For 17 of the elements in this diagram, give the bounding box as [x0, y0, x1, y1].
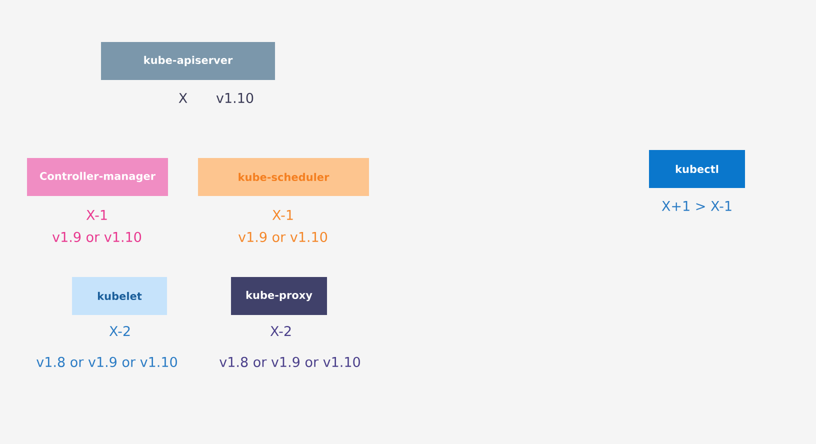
version-label: X-2 — [270, 326, 291, 336]
version-label: v1.10 — [216, 92, 254, 104]
version-label: X — [178, 93, 188, 103]
version-label: v1.8 or v1.9 or v1.10 — [220, 356, 360, 368]
version-label: v1.8 or v1.9 or v1.10 — [36, 356, 177, 368]
version-label: v1.9 or v1.10 — [52, 232, 142, 242]
component-box: kubelet — [72, 276, 167, 315]
component-box: kube-apiserver — [101, 42, 275, 80]
component-box: kube-proxy — [231, 276, 327, 315]
version-label: X-2 — [109, 326, 130, 336]
version-label: X-1 — [272, 210, 293, 220]
version-label: X+1 > X-1 — [662, 201, 732, 211]
version-label: v1.9 or v1.10 — [238, 232, 328, 242]
component-box: Controller-manager — [27, 158, 168, 196]
component-box: kube-scheduler — [198, 158, 369, 196]
version-label: X-1 — [86, 210, 107, 220]
component-box: kubectl — [649, 150, 745, 188]
